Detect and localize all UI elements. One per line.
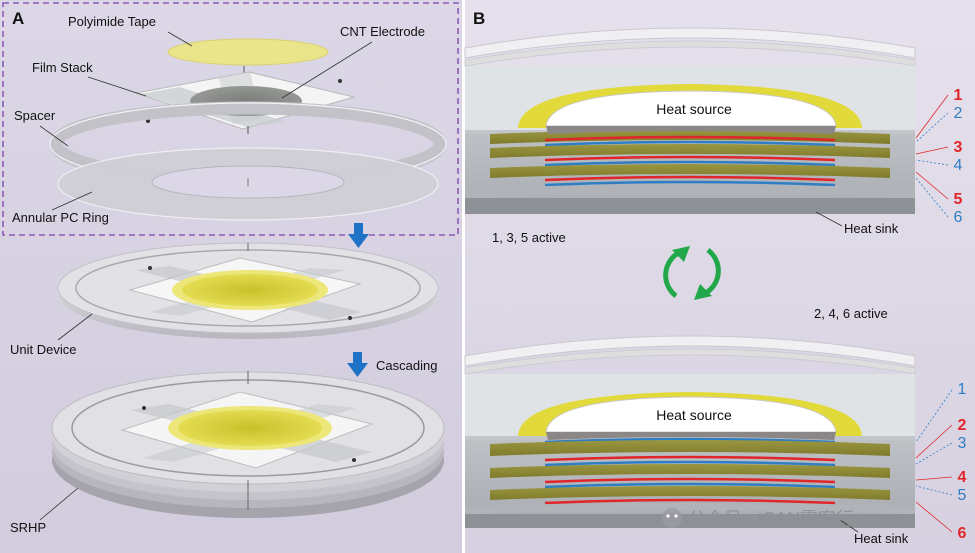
heat-sink-top-label: Heat sink — [844, 221, 899, 236]
cross-section-bottom — [464, 335, 916, 528]
heat-source-bottom — [545, 396, 837, 433]
label-film-stack: Film Stack — [32, 60, 93, 75]
cross-section-top — [464, 27, 916, 214]
state-top-label: 1, 3, 5 active — [492, 230, 566, 245]
watermark-text: 公众号 · iCAN霞客行 — [688, 509, 854, 529]
layer-bottom-5: 5 — [958, 487, 967, 504]
wechat-icon — [662, 508, 682, 528]
layer-bottom-4: 4 — [958, 469, 967, 486]
layer-numbers-top: 1 2 3 4 5 6 — [915, 87, 963, 226]
panel-a: A Polyimide Tape CNT Electrode Film Stac… — [0, 0, 462, 553]
label-unit-device: Unit Device — [10, 342, 76, 357]
heat-source-bottom-label: Heat source — [656, 407, 732, 423]
heat-source-top-label: Heat source — [656, 101, 732, 117]
layer-top-1: 1 — [954, 87, 963, 104]
layer-bottom-1: 1 — [958, 381, 967, 398]
layer-top-4: 4 — [954, 157, 963, 174]
state-bottom-label: 2, 4, 6 active — [814, 306, 888, 321]
layer-top-6: 6 — [954, 209, 963, 226]
annular-pc-ring — [57, 147, 439, 221]
label-polyimide-tape: Polyimide Tape — [68, 14, 156, 29]
layer-numbers-bottom: 1 2 3 4 5 6 — [915, 381, 967, 542]
watermark: 公众号 · iCAN霞客行 — [662, 508, 854, 529]
srhp-stack — [51, 371, 445, 518]
heat-source-top — [545, 90, 837, 127]
label-cascading: Cascading — [376, 358, 437, 373]
panel-b-letter: B — [473, 9, 485, 28]
layer-top-3: 3 — [954, 139, 963, 156]
panel-a-letter: A — [12, 9, 24, 28]
unit-device — [57, 242, 439, 339]
heat-sink-bottom-label: Heat sink — [854, 531, 909, 546]
down-arrow-1 — [348, 223, 369, 248]
label-spacer: Spacer — [14, 108, 56, 123]
panel-b: B Heat source Heat sin — [464, 0, 975, 553]
label-annular-pc-ring: Annular PC Ring — [12, 210, 109, 225]
cycle-arrows-icon — [663, 246, 721, 300]
layer-bottom-2: 2 — [958, 417, 967, 434]
down-arrow-2 — [347, 352, 368, 377]
layer-top-2: 2 — [954, 105, 963, 122]
layer-top-5: 5 — [954, 191, 963, 208]
layer-bottom-3: 3 — [958, 435, 967, 452]
polyimide-tape — [167, 38, 329, 66]
label-cnt-electrode: CNT Electrode — [340, 24, 425, 39]
layer-bottom-6: 6 — [958, 525, 967, 542]
exploded-view-box — [2, 2, 459, 236]
label-srhp: SRHP — [10, 520, 46, 535]
